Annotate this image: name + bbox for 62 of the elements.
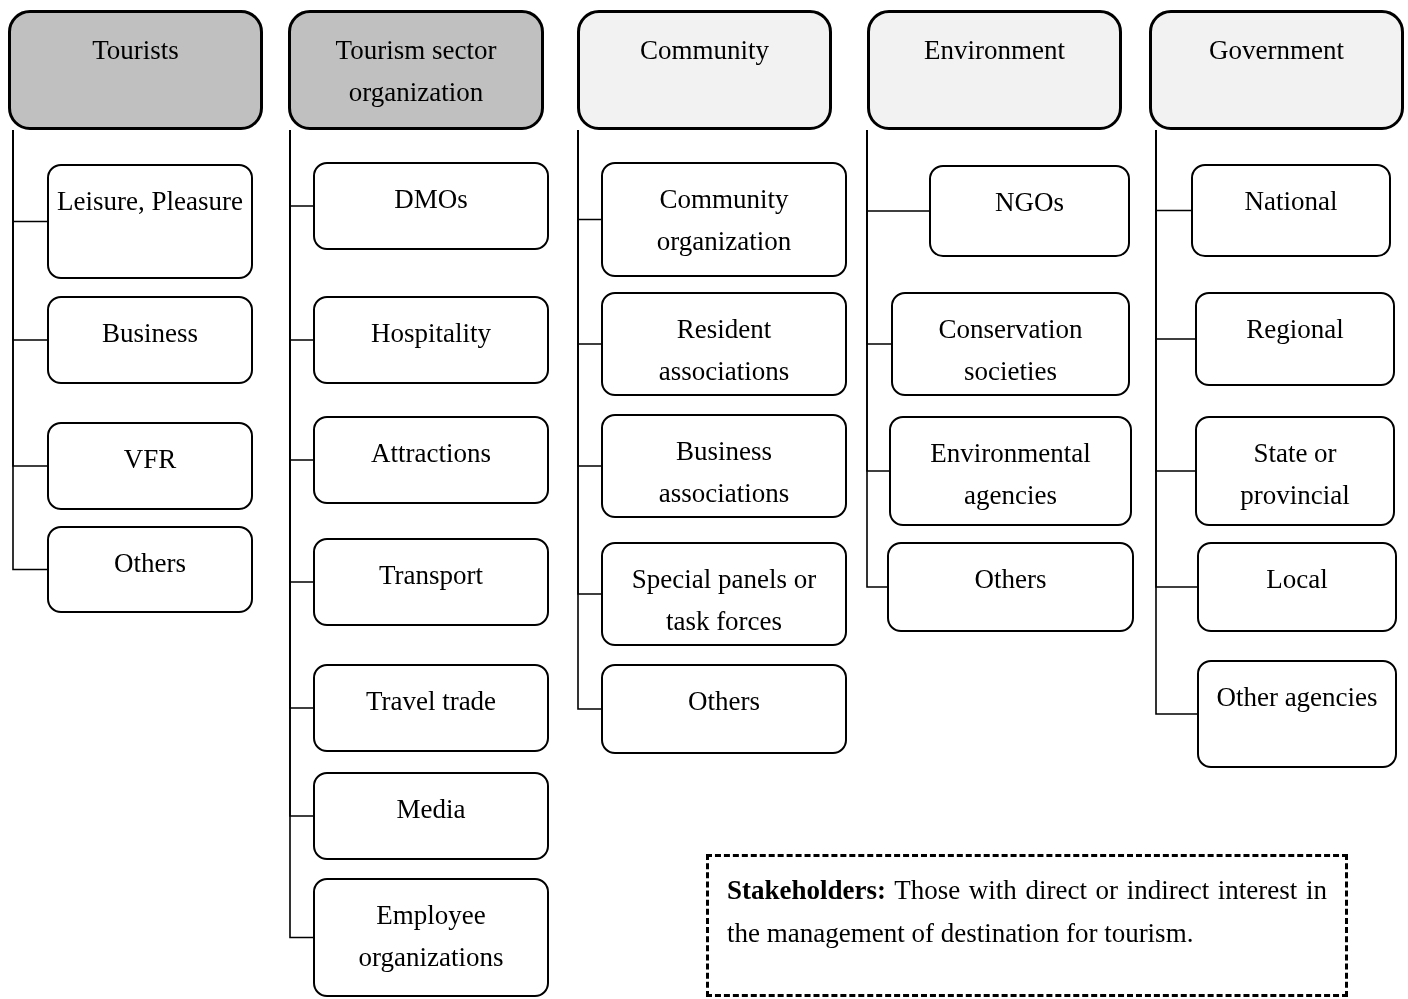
- stakeholder-box: [47, 164, 253, 279]
- stakeholder-box: [601, 292, 847, 396]
- node-label: Attractions: [371, 437, 491, 470]
- category-header-box: [288, 10, 544, 130]
- node-label: Environment: [924, 34, 1065, 67]
- node-label: Conservation societies: [937, 313, 1084, 388]
- node-label: State or provincial: [1239, 437, 1351, 512]
- node-label: Tourists: [92, 34, 179, 67]
- stakeholder-box: [313, 416, 549, 504]
- node-label: Others: [688, 685, 760, 718]
- node-label: VFR: [123, 443, 177, 476]
- category-header-box: [1149, 10, 1404, 130]
- node-label: Environmental agencies: [929, 437, 1092, 512]
- definition-note: [706, 854, 1348, 997]
- node-label: Tourism sector organization: [334, 34, 498, 109]
- node-label: Transport: [379, 559, 483, 592]
- node-label: Local: [1266, 563, 1328, 596]
- node-label: National: [1244, 185, 1338, 218]
- stakeholder-box: [313, 772, 549, 860]
- stakeholder-box: [313, 296, 549, 384]
- stakeholder-box: [891, 292, 1130, 396]
- node-label: Community organization: [655, 183, 793, 258]
- stakeholder-box: [889, 416, 1132, 526]
- definition-text: Stakeholders: Those with direct or indirect interest in the management of destination for tourism.: [727, 874, 1327, 950]
- stakeholder-box: [1195, 416, 1395, 526]
- node-label: Other agencies: [1216, 681, 1378, 714]
- stakeholder-box: [887, 542, 1134, 632]
- node-label: Resident associations: [657, 313, 791, 388]
- node-label: Special panels or task forces: [630, 563, 818, 638]
- node-label: Business associations: [657, 435, 791, 510]
- node-label: NGOs: [995, 186, 1064, 219]
- stakeholder-box: [601, 542, 847, 646]
- node-label: Others: [974, 563, 1047, 596]
- stakeholder-box: [601, 414, 847, 518]
- node-label: DMOs: [394, 183, 468, 216]
- stakeholder-box: [929, 165, 1130, 257]
- stakeholder-box: [1197, 542, 1397, 632]
- node-label: Travel trade: [365, 685, 497, 718]
- stakeholder-box: [601, 162, 847, 277]
- stakeholder-box: [47, 296, 253, 384]
- node-label: Employee organizations: [357, 899, 505, 974]
- category-header-box: [8, 10, 263, 130]
- stakeholder-box: [1197, 660, 1397, 768]
- stakeholder-box: [47, 526, 253, 613]
- stakeholder-box: [601, 664, 847, 754]
- node-label: Business: [102, 317, 198, 350]
- stakeholder-box: [313, 664, 549, 752]
- stakeholder-box: [1195, 292, 1395, 386]
- stakeholder-box: [313, 538, 549, 626]
- stakeholder-box: [313, 162, 549, 250]
- stakeholder-box: [47, 422, 253, 510]
- node-label: Leisure, Pleasure: [57, 185, 243, 218]
- node-label: Hospitality: [371, 317, 491, 350]
- stakeholder-box: [313, 878, 549, 997]
- node-label: Regional: [1246, 313, 1344, 346]
- node-label: Community: [640, 34, 769, 67]
- stakeholder-box: [1191, 164, 1391, 257]
- node-label: Others: [114, 547, 186, 580]
- category-header-box: [867, 10, 1122, 130]
- node-label: Government: [1209, 34, 1344, 67]
- node-label: Media: [396, 793, 466, 826]
- category-header-box: [577, 10, 832, 130]
